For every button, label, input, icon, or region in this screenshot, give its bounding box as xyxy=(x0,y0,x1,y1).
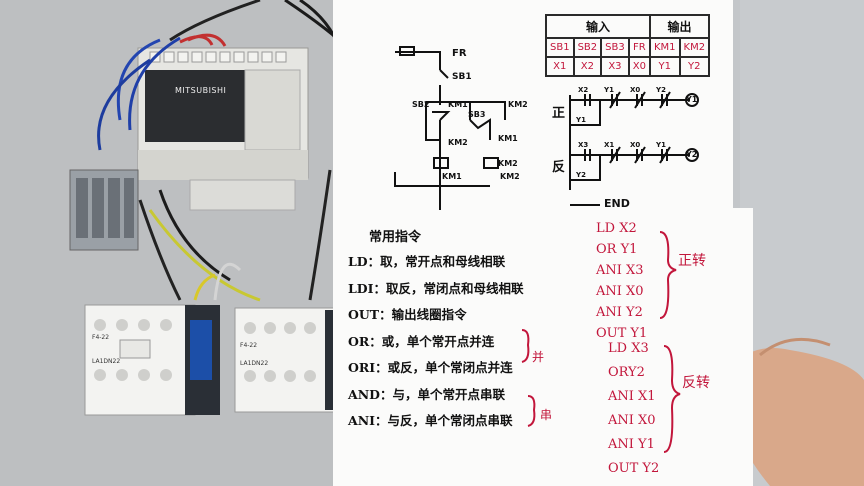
table-cell: KM2 xyxy=(678,37,711,58)
label-km2-aux: KM2 xyxy=(498,159,518,168)
table-cell: Y2 xyxy=(678,56,711,77)
table-cell: SB3 xyxy=(600,37,630,58)
list-item: ANI X0 xyxy=(596,284,644,299)
label-sb3: SB3 xyxy=(468,110,486,119)
contactor-left xyxy=(84,304,220,416)
label-km2-contact: KM2 xyxy=(508,100,528,109)
list-item: LD X3 xyxy=(608,341,649,356)
note-series-tag: 串 xyxy=(540,408,553,422)
contactor-tag-left: F4-22 xyxy=(92,334,110,341)
table-cell: FR xyxy=(627,37,651,58)
table-cell: KM1 xyxy=(648,37,681,58)
list-item: OUT：输出线圈指令 xyxy=(348,307,467,322)
forward-group-label: 正转 xyxy=(678,253,706,269)
ladder-r1-c3: X0 xyxy=(630,86,641,94)
list-item: LDI：取反，常闭点和母线相联 xyxy=(348,280,524,296)
contactor-model-left: LA1DN22 xyxy=(92,358,121,365)
table-cell: Y1 xyxy=(648,56,681,77)
table-cell: X3 xyxy=(600,56,630,77)
ladder-r1-c2: Y1 xyxy=(604,86,614,94)
table-row: X1 X2 X3 X0 Y1 Y2 xyxy=(545,56,711,77)
list-item: OR：或，单个常开点并连 xyxy=(348,333,495,349)
plc-brand-label: MITSUBISHI xyxy=(175,86,227,95)
table-cell: SB2 xyxy=(572,37,603,58)
reverse-group-label: 反转 xyxy=(682,375,710,391)
io-assignment-table: 输入 输出 SB1 SB2 SB3 FR KM1 KM2 X1 X2 X3 X0… xyxy=(545,14,711,77)
table-cell: SB1 xyxy=(545,37,575,58)
list-item: ORI：或反，单个常闭点并连 xyxy=(348,360,513,375)
label-km2-interlock: KM2 xyxy=(448,138,468,147)
list-item: ANI X3 xyxy=(596,263,644,278)
ladder-r1-branch: Y1 xyxy=(576,116,586,124)
ladder-r2-c3: X0 xyxy=(630,141,641,149)
list-item: ORY2 xyxy=(608,365,645,380)
input-header: 输入 xyxy=(545,14,651,39)
list-item: ANI Y2 xyxy=(596,305,643,320)
label-fr: FR xyxy=(452,48,467,59)
table-row: SB1 SB2 SB3 FR KM1 KM2 xyxy=(545,37,711,58)
list-item: ANI：与反，单个常闭点串联 xyxy=(348,413,513,428)
contactor-tag-right: F4-22 xyxy=(240,342,258,349)
note-parallel-tag: 并 xyxy=(532,350,545,364)
forward-program-listing: LD X2 OR Y1 ANI X3 ANI X0 ANI Y2 OUT Y1 xyxy=(596,220,647,346)
plc-unit xyxy=(137,47,309,211)
contactor-model-right: LA1DN22 xyxy=(240,360,269,367)
ladder-r2-coil: Y2 xyxy=(686,150,698,159)
ladder-r1-coil: Y1 xyxy=(686,95,698,104)
list-item: ANI X1 xyxy=(608,389,656,404)
ladder-forward-label: 正 xyxy=(552,106,566,121)
table-cell: X2 xyxy=(572,56,603,77)
label-km1-coil: KM1 xyxy=(442,172,462,181)
list-item: OUT Y1 xyxy=(596,326,648,341)
ladder-r2-branch: Y2 xyxy=(576,171,586,179)
ladder-r2-c1: X3 xyxy=(578,141,589,149)
instruction-notes-list: LD：取，常开点和母线相联 LDI：取反，常闭点和母线相联 OUT：输出线圈指令… xyxy=(348,252,523,438)
list-item: OUT Y2 xyxy=(608,461,660,476)
list-item: ANI Y1 xyxy=(608,437,655,452)
label-km1-interlock: KM1 xyxy=(498,134,518,143)
table-cell: X1 xyxy=(545,56,575,77)
paper-lower xyxy=(333,208,753,486)
label-sb1: SB1 xyxy=(452,72,472,82)
ladder-r2-c2: X1 xyxy=(604,141,615,149)
ladder-r1-c4: Y2 xyxy=(656,86,666,94)
ladder-end: END xyxy=(604,197,630,210)
list-item: AND：与，单个常开点串联 xyxy=(348,386,505,402)
output-header: 输出 xyxy=(648,14,711,39)
ladder-r2-c4: Y1 xyxy=(656,141,666,149)
list-item: OR Y1 xyxy=(596,242,638,257)
contactor-right xyxy=(234,307,337,413)
terminal-block xyxy=(69,169,139,251)
ladder-reverse-label: 反 xyxy=(552,160,566,175)
ladder-r1-c1: X2 xyxy=(578,86,589,94)
list-item: LD X2 xyxy=(596,221,637,236)
label-sb2: SB2 xyxy=(412,100,430,109)
label-km2-coil: KM2 xyxy=(500,172,520,181)
notes-title: 常用指令 xyxy=(369,230,422,245)
list-item: LD：取，常开点和母线相联 xyxy=(348,254,506,269)
list-item: ANI X0 xyxy=(608,413,656,428)
table-cell: X0 xyxy=(627,56,651,77)
reverse-program-listing: LD X3 ORY2 ANI X1 ANI X0 ANI Y1 OUT Y2 xyxy=(608,340,659,484)
label-km1-contact: KM1 xyxy=(448,100,468,109)
